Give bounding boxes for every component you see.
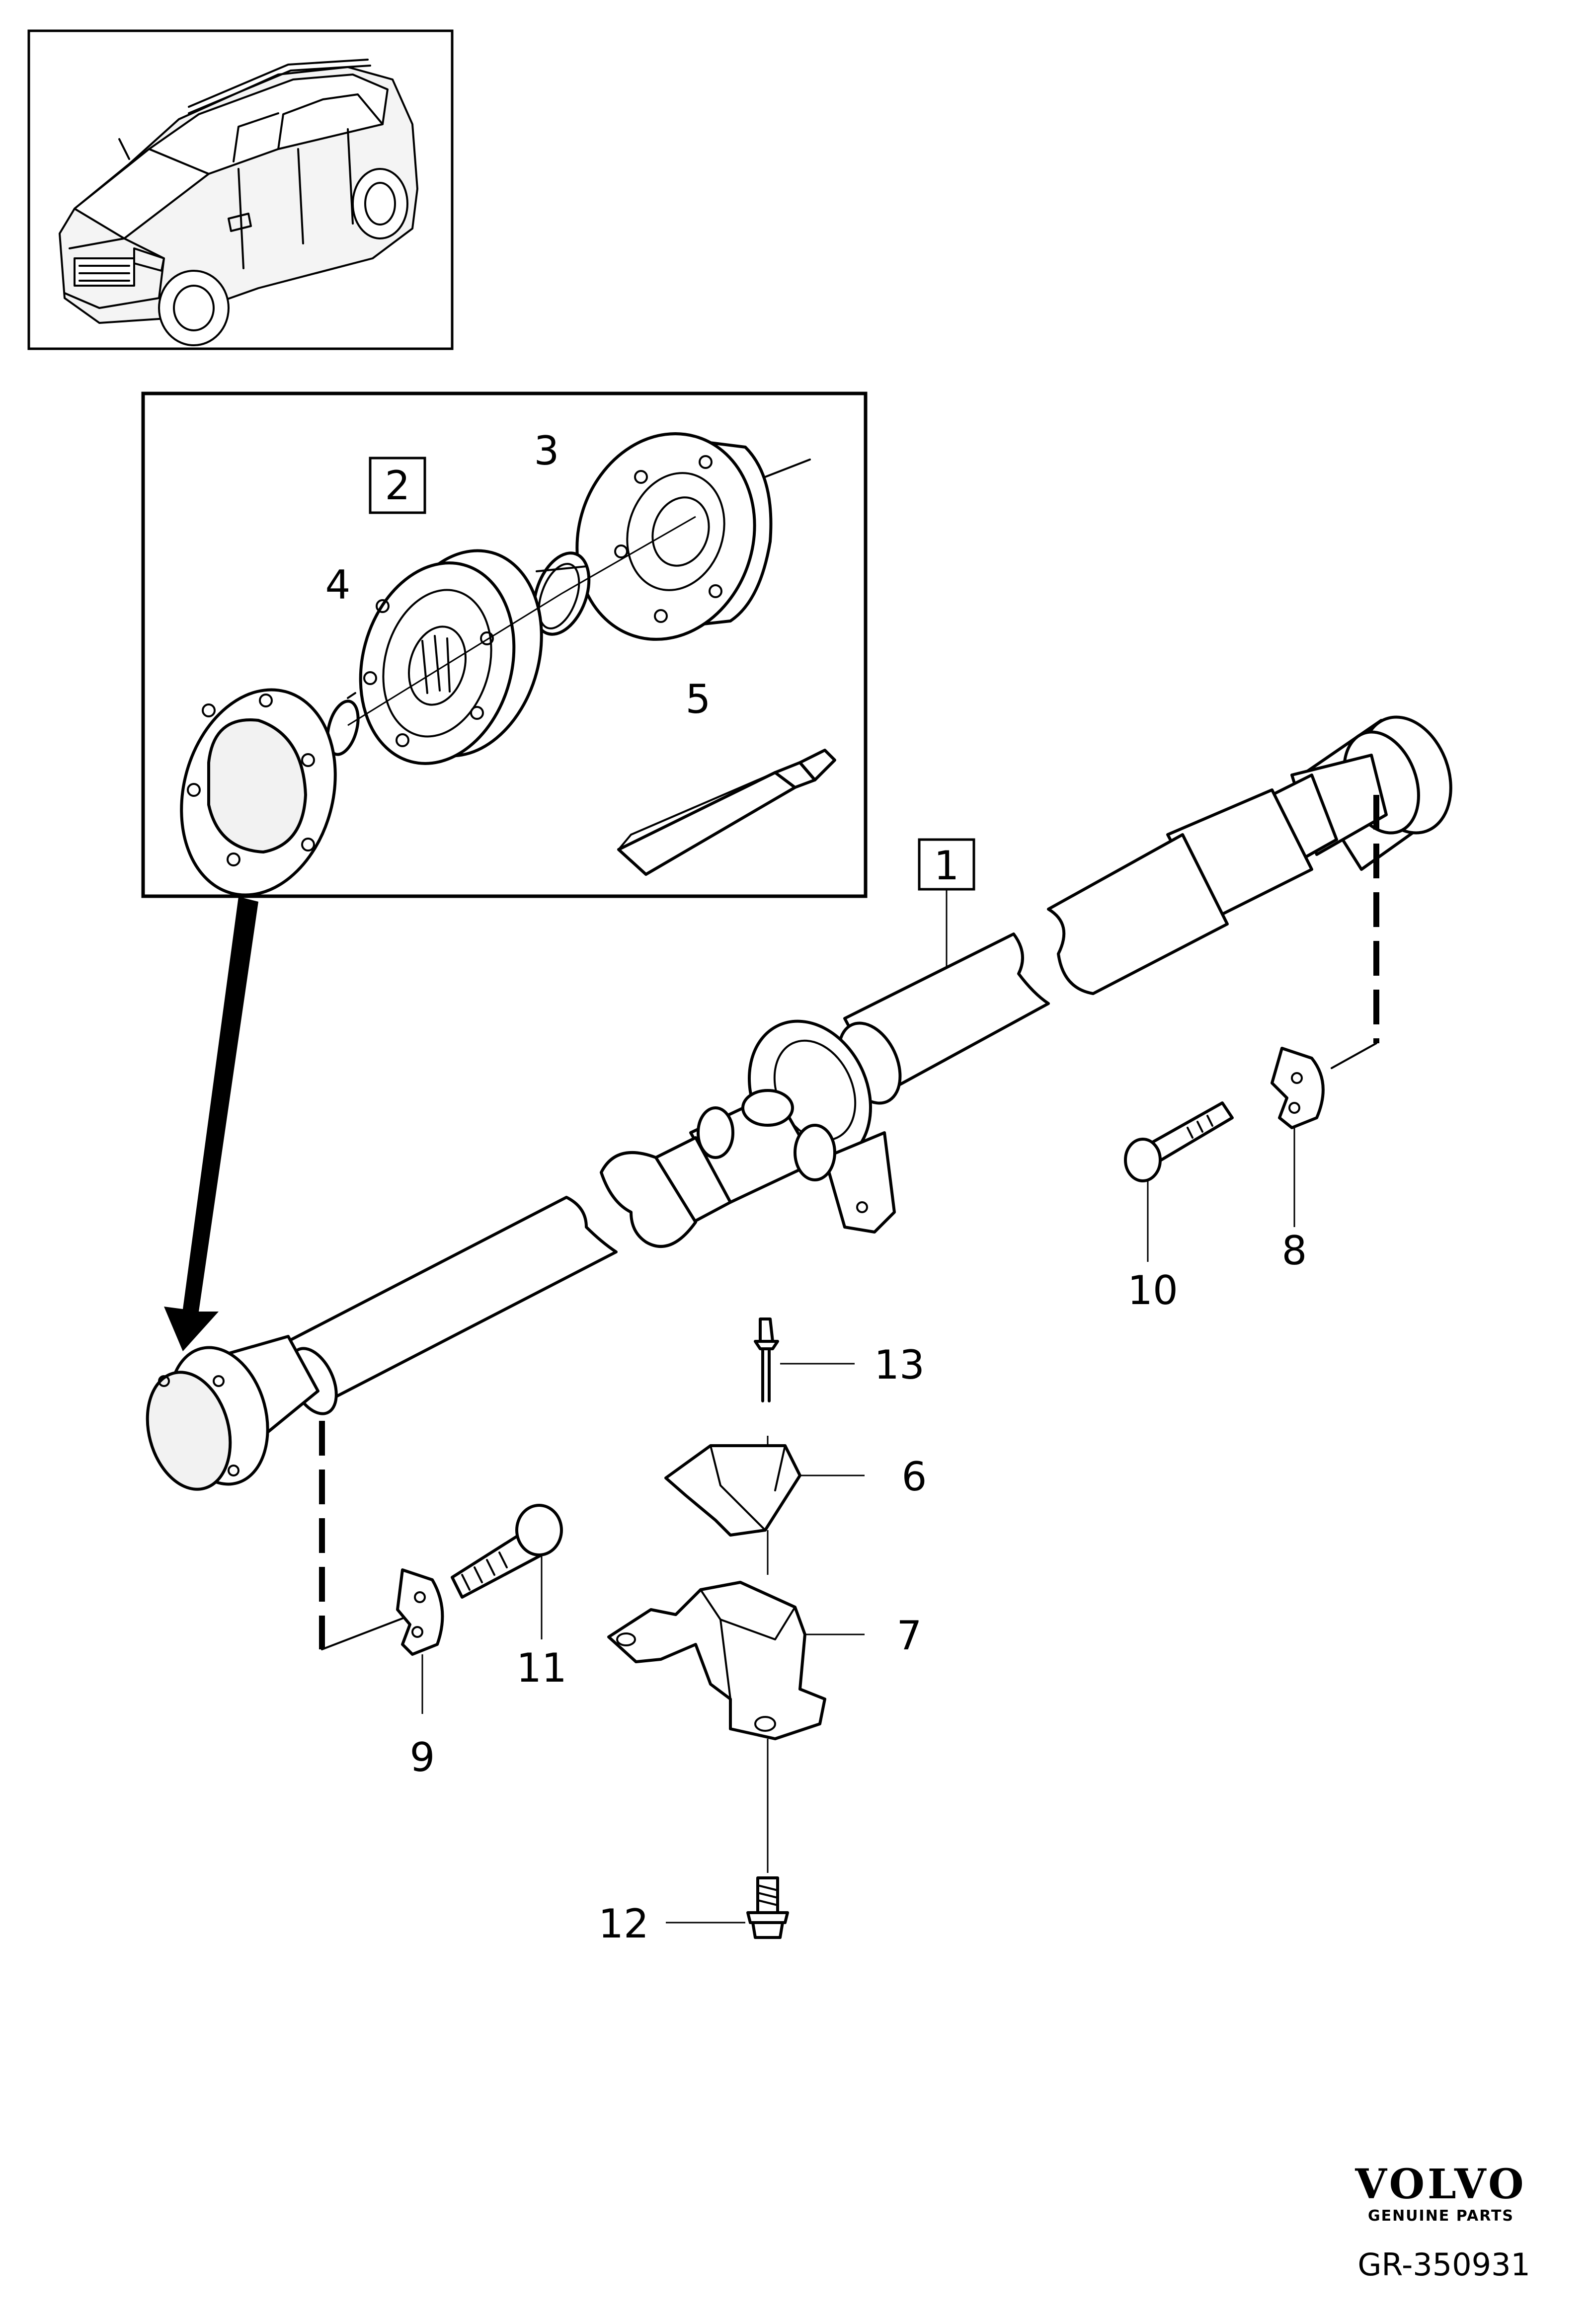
detail-arrow <box>164 897 258 1351</box>
callout-label-1: 1 <box>934 843 959 889</box>
callout-label-10: 10 <box>1127 1267 1178 1314</box>
flange-bolt-part-12 <box>666 1876 789 1939</box>
callout-label-13: 13 <box>874 1342 925 1388</box>
suv-vehicle-icon <box>59 59 418 346</box>
end-cap-flange <box>180 688 337 897</box>
bolt-part-10 <box>1124 1101 1234 1262</box>
callout-label-6: 6 <box>902 1454 927 1500</box>
callout-label-11: 11 <box>516 1645 567 1691</box>
clamp-plate-part-8 <box>1271 1047 1325 1227</box>
clamp-plate-part-9 <box>396 1568 444 1714</box>
callout-label-5: 5 <box>686 676 711 722</box>
callout-label-3: 3 <box>534 428 559 474</box>
brand-logo: VOLVO <box>1354 2161 1526 2208</box>
callout-label-9: 9 <box>410 1734 435 1781</box>
callout-label-8: 8 <box>1282 1228 1307 1274</box>
callout-box-1 <box>918 838 975 891</box>
figure-reference: GR-350931 <box>1357 2247 1530 2283</box>
universal-joint <box>689 1089 836 1204</box>
rubber-mount-part-6 <box>664 1436 865 1575</box>
propeller-shaft-assembly <box>146 715 1452 1491</box>
grease-tube-part-5 <box>617 749 836 876</box>
brand-tagline: GENUINE PARTS <box>1368 2207 1514 2225</box>
bracket-part-7 <box>607 1581 865 1873</box>
callout-label-4: 4 <box>325 562 351 608</box>
bolt-part-11 <box>451 1504 563 1639</box>
callout-label-2: 2 <box>385 463 410 509</box>
callout-box-2 <box>369 457 426 514</box>
callout-label-12: 12 <box>598 1901 649 1947</box>
pin-part-13 <box>754 1317 855 1402</box>
detail-inset <box>141 391 868 898</box>
callout-label-7: 7 <box>897 1613 922 1659</box>
circlip-part-4 <box>326 692 360 756</box>
vehicle-thumbnail <box>27 29 454 350</box>
flange-hub <box>575 432 811 641</box>
